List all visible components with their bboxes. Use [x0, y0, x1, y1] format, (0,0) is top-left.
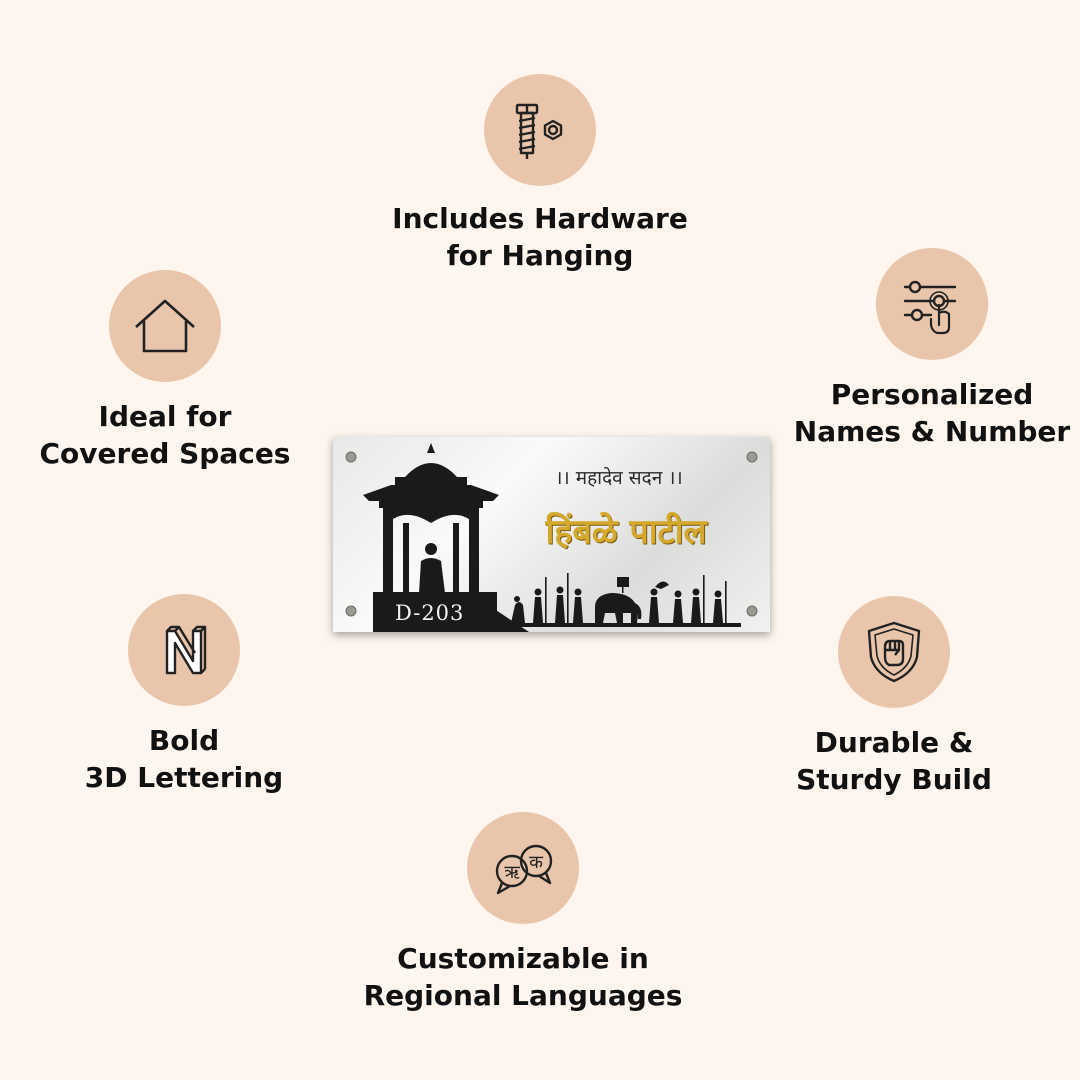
- svg-text:क: क: [529, 852, 544, 873]
- plate-family-name: हिंबळे पाटील: [545, 512, 707, 552]
- feature-hardware: Includes Hardware for Hanging: [360, 74, 720, 274]
- feature-hardware-line2: for Hanging: [446, 239, 634, 272]
- feature-bold-line1: Bold: [148, 724, 220, 757]
- language-speech-bubbles-icon: ऋ क: [467, 812, 579, 924]
- feature-personalized-line1: Personalized: [830, 378, 1034, 411]
- feature-durable-line1: Durable &: [814, 726, 974, 759]
- feature-bold-line2: 3D Lettering: [84, 761, 284, 794]
- plate-house-number: D-203: [395, 601, 465, 625]
- sliders-touch-icon: [876, 248, 988, 360]
- feature-personalized-line2: Names & Number: [793, 415, 1071, 448]
- feature-durable-line2: Sturdy Build: [796, 763, 992, 796]
- feature-covered-spaces: Ideal for Covered Spaces: [0, 270, 345, 472]
- feature-regional-line1: Customizable in: [397, 942, 649, 975]
- shield-fist-icon: [838, 596, 950, 708]
- plate-motto: ।। महादेव सदन ।।: [555, 467, 683, 489]
- feature-covered-line1: Ideal for: [98, 400, 232, 433]
- feature-regional-languages: ऋ क Customizable in Regional Languages: [343, 812, 703, 1014]
- house-icon: [109, 270, 221, 382]
- 3d-letter-n-icon: [128, 594, 240, 706]
- feature-durable-build: Durable & Sturdy Build: [714, 596, 1074, 798]
- svg-text:ऋ: ऋ: [504, 862, 520, 883]
- name-plate-product: ।। महादेव सदन ।। हिंबळे पाटील D-203: [333, 437, 770, 632]
- feature-bold-lettering: Bold 3D Lettering: [4, 594, 364, 796]
- feature-personalized: Personalized Names & Number: [752, 248, 1080, 450]
- screw-and-nut-icon: [484, 74, 596, 186]
- feature-regional-line2: Regional Languages: [363, 979, 683, 1012]
- feature-covered-line2: Covered Spaces: [39, 437, 291, 470]
- feature-hardware-line1: Includes Hardware: [392, 202, 688, 235]
- name-plate-artwork: [345, 443, 758, 632]
